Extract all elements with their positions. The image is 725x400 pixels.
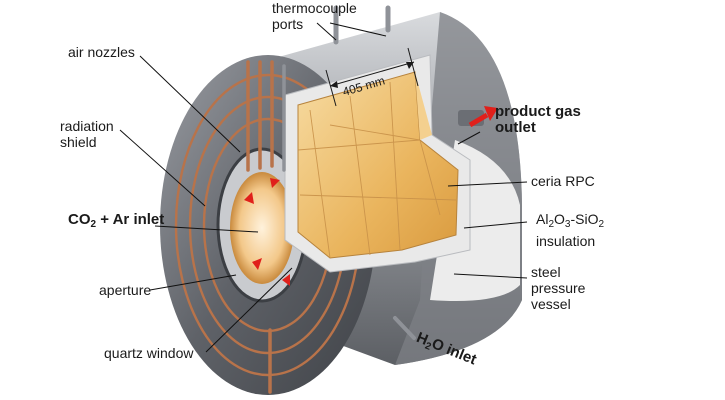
label-product-gas-outlet: product gas outlet [495, 103, 581, 136]
label-co2-ar-inlet: CO2 + Ar inlet [68, 211, 165, 231]
label-aperture: aperture [99, 282, 152, 298]
label-steel-pressure-vessel: steel pressure vessel [531, 264, 586, 312]
leader-lines [119, 22, 528, 353]
outlet-arrow [468, 106, 498, 128]
cutaway-interior [284, 54, 471, 273]
label-ceria-rpc: ceria RPC [531, 173, 595, 189]
label-air-nozzles: air nozzles [68, 44, 135, 60]
label-insulation-word: insulation [536, 233, 596, 249]
label-thermocouple-ports: thermocouple ports [272, 0, 357, 32]
label-radiation-shield: radiation shield [60, 118, 114, 150]
label-insulation: Al2O3-SiO2 insulation [536, 211, 604, 249]
tubes-and-ports [246, 5, 484, 394]
aperture-flow-arrows [244, 178, 290, 286]
dimension-405mm [325, 47, 419, 107]
label-insulation-formula: Al2O3-SiO2 [536, 211, 605, 230]
label-quartz-window: quartz window [104, 345, 194, 361]
